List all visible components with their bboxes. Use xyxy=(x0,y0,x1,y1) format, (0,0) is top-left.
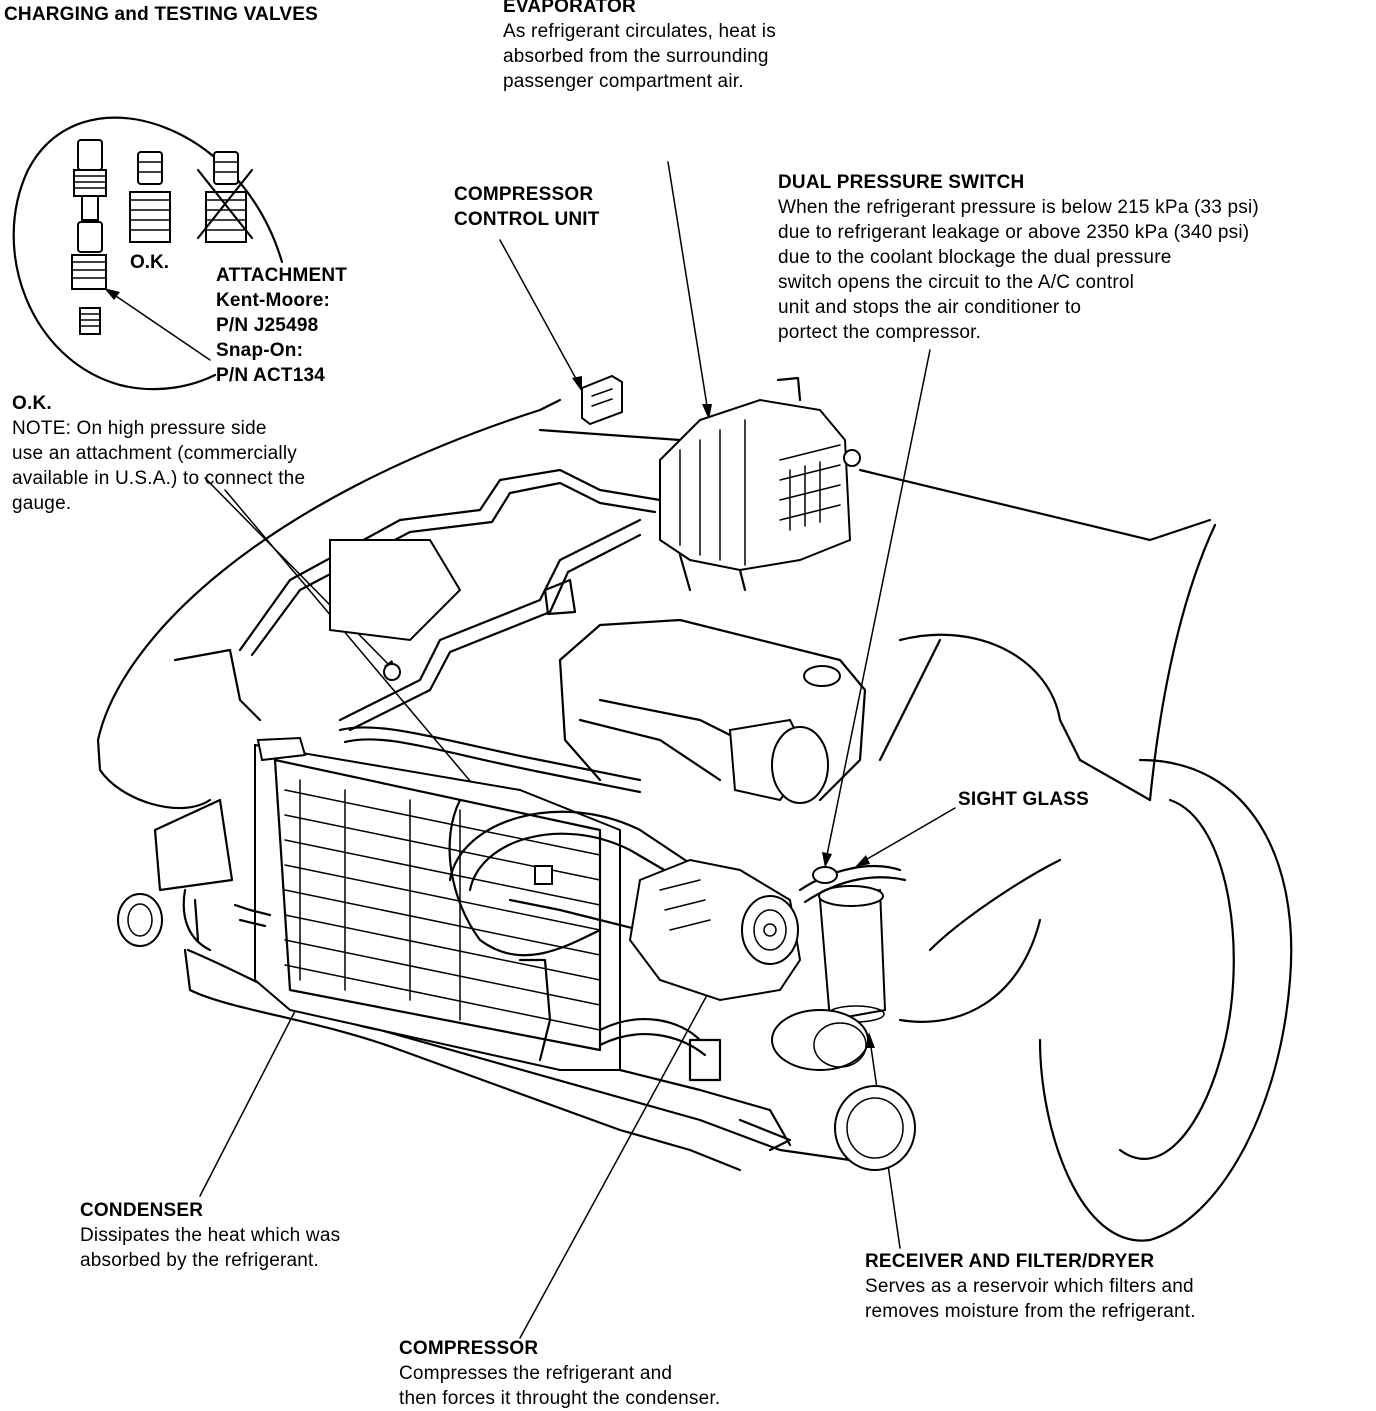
condenser-line: absorbed by the refrigerant. xyxy=(80,1250,320,1271)
dual-pressure-line: When the refrigerant pressure is below 2… xyxy=(778,197,1259,218)
ok-note-line: gauge. xyxy=(12,493,72,514)
not-ok-valve-icon xyxy=(196,151,254,243)
evaporator-line: passenger compartment air. xyxy=(503,71,744,92)
receiver-line: Serves as a reservoir which filters and xyxy=(865,1276,1194,1297)
compressor-control-label: COMPRESSOR CONTROL UNIT xyxy=(454,182,600,232)
condenser-label: CONDENSER Dissipates the heat which was … xyxy=(80,1198,340,1273)
ok-note-line: use an attachment (commercially xyxy=(12,443,297,464)
refrigerant-lines xyxy=(238,468,662,794)
dual-pressure-label: DUAL PRESSURE SWITCH When the refrigeran… xyxy=(778,170,1259,345)
dual-pressure-line: portect the compressor. xyxy=(778,322,982,343)
dual-pressure-line: switch opens the circuit to the A/C cont… xyxy=(778,272,1135,293)
evaporator-label: EVAPORATOR As refrigerant circulates, he… xyxy=(503,0,776,94)
condenser-line: Dissipates the heat which was xyxy=(80,1225,341,1246)
condenser-title: CONDENSER xyxy=(80,1200,204,1221)
compressor xyxy=(628,858,802,1082)
charging-valves-title: CHARGING and TESTING VALVES xyxy=(4,4,318,25)
engine xyxy=(558,618,867,804)
compressor-line: Compresses the refrigerant and xyxy=(399,1363,673,1384)
dual-pressure-line: due to refrigerant leakage or above 2350… xyxy=(778,222,1250,243)
compressor-label: COMPRESSOR Compresses the refrigerant an… xyxy=(399,1336,720,1411)
ok-note-title: O.K. xyxy=(12,393,52,414)
charging-valve-icon xyxy=(71,139,107,335)
ok-inset-label: O.K. xyxy=(130,252,170,273)
charging-valves-label: CHARGING and TESTING VALVES xyxy=(4,2,318,27)
receiver-title: RECEIVER AND FILTER/DRYER xyxy=(865,1251,1155,1272)
condenser xyxy=(233,736,621,1071)
car-body xyxy=(96,398,1293,1242)
dual-pressure-line: due to the coolant blockage the dual pre… xyxy=(778,247,1172,268)
evaporator-title: EVAPORATOR xyxy=(503,0,636,17)
compressor-line: then forces it throught the condenser. xyxy=(399,1388,721,1409)
compressor-control-title-2: CONTROL UNIT xyxy=(454,209,600,230)
receiver-line: removes moisture from the refrigerant. xyxy=(865,1301,1196,1322)
dual-pressure-title: DUAL PRESSURE SWITCH xyxy=(778,172,1025,193)
ok-valve-icon xyxy=(129,151,171,243)
receiver-label: RECEIVER AND FILTER/DRYER Serves as a re… xyxy=(865,1249,1196,1324)
sight-glass-label: SIGHT GLASS xyxy=(958,787,1089,812)
valve-inset xyxy=(12,116,284,391)
dual-pressure-line: unit and stops the air conditioner to xyxy=(778,297,1082,318)
evaporator-line: As refrigerant circulates, heat is xyxy=(503,21,776,42)
compressor-control-title-1: COMPRESSOR xyxy=(454,184,594,205)
receiver-dryer xyxy=(771,864,907,1071)
evaporator-unit xyxy=(659,376,861,592)
ok-note-line: available in U.S.A.) to connect the xyxy=(12,468,306,489)
attachment-label: ATTACHMENT Kent-Moore: P/N J25498 Snap-O… xyxy=(216,263,347,388)
evaporator-line: absorbed from the surrounding xyxy=(503,46,769,67)
sight-glass-title: SIGHT GLASS xyxy=(958,789,1089,810)
attachment-line: Kent-Moore: xyxy=(216,290,331,311)
hoses xyxy=(448,810,707,1062)
attachment-line: P/N J25498 xyxy=(216,315,319,336)
ok-note-label: O.K. NOTE: On high pressure side use an … xyxy=(12,391,305,516)
attachment-title: ATTACHMENT xyxy=(216,265,348,286)
attachment-line: Snap-On: xyxy=(216,340,304,361)
compressor-title: COMPRESSOR xyxy=(399,1338,539,1359)
ok-note-line: NOTE: On high pressure side xyxy=(12,418,267,439)
compressor-control-unit xyxy=(581,374,623,426)
lower-panel xyxy=(182,888,792,1152)
leader-lines xyxy=(199,161,956,1339)
attachment-line: P/N ACT134 xyxy=(216,365,325,386)
